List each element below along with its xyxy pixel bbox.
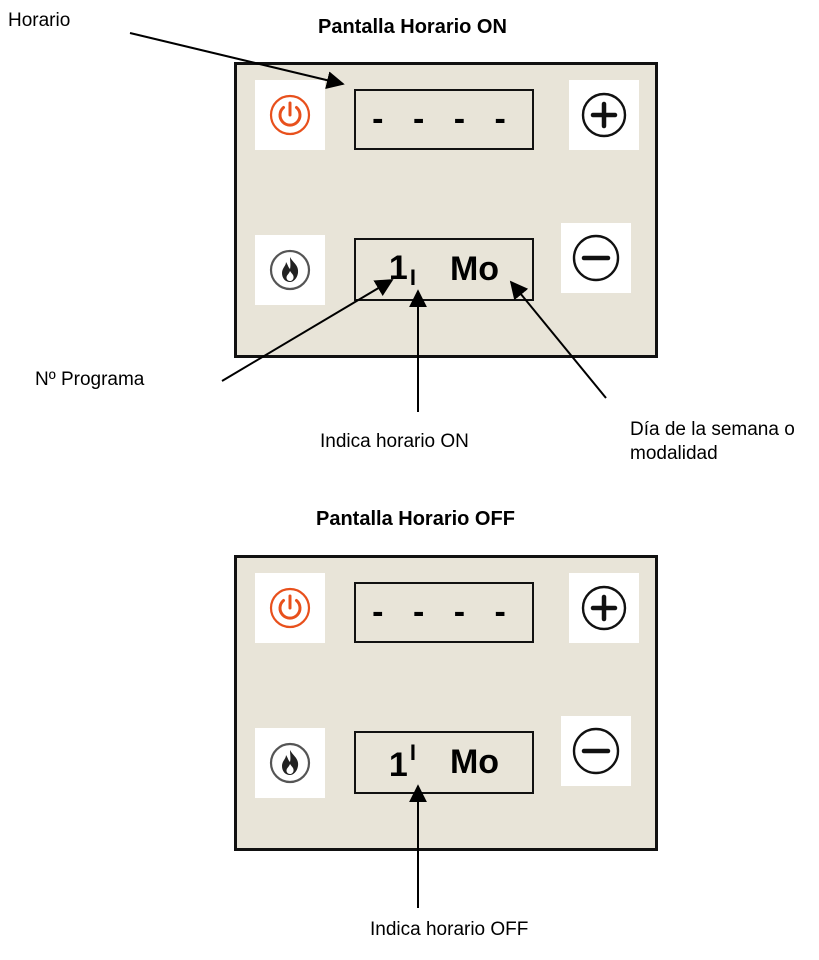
program-number: 1I [388,248,416,290]
flame-button[interactable] [255,728,325,798]
panel-on-title: Pantalla Horario ON [318,16,507,38]
on-marker: I [409,264,416,290]
plus-button[interactable] [569,573,639,643]
callout-indica-off: Indica horario OFF [370,919,529,940]
callout-indica-on: Indica horario ON [320,431,469,452]
panel-on: - - - - 1I Mo [234,62,658,358]
top-display: - - - - [354,582,534,643]
minus-icon [572,234,620,282]
day-value: Mo [449,250,500,288]
callout-n-programa: Nº Programa [35,369,145,390]
flame-icon [269,742,311,784]
arrow-dia-semana [509,280,607,399]
minus-button[interactable] [561,223,631,293]
plus-icon [581,92,627,138]
callout-horario: Horario [8,10,71,31]
bottom-display: 1I Mo [354,238,534,301]
power-icon [269,587,311,629]
minus-button[interactable] [561,716,631,786]
arrow-n-programa [221,279,394,382]
minus-icon [572,727,620,775]
flame-icon [269,249,311,291]
plus-button[interactable] [569,80,639,150]
program-number: 1I [388,740,416,784]
power-button[interactable] [255,573,325,643]
off-marker: I [409,740,416,765]
bottom-display: 1I Mo [354,731,534,794]
day-value: Mo [449,743,500,781]
arrow-horario [129,32,345,89]
panel-off-title: Pantalla Horario OFF [316,508,515,530]
panel-off: - - - - 1I Mo [234,555,658,851]
flame-button[interactable] [255,235,325,305]
power-button[interactable] [255,80,325,150]
plus-icon [581,585,627,631]
power-icon [269,94,311,136]
callout-dia-semana: Día de la semana o modalidad [630,419,795,464]
top-display: - - - - [354,89,534,150]
